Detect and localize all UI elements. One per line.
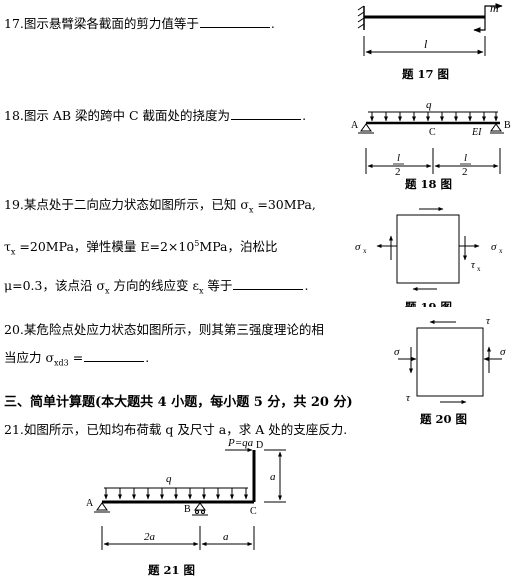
figure-19: σ x σ x τ x (355, 207, 503, 291)
svg-text:l: l (464, 152, 467, 164)
pin-support-a (94, 502, 110, 513)
figure-19-caption: 题 19 图 (405, 300, 453, 307)
figure-17-caption: 题 17 图 (402, 67, 450, 81)
svg-text:τ: τ (486, 315, 491, 327)
svg-text:EI: EI (471, 127, 482, 138)
figure-17: m l (357, 1, 503, 56)
svg-text:x: x (363, 247, 367, 255)
answer-blank-19[interactable] (233, 289, 304, 290)
svg-text:σ: σ (355, 241, 361, 253)
svg-text:σ: σ (500, 346, 506, 358)
distributed-load-arrows (104, 488, 248, 500)
load-q-label: q (426, 99, 432, 111)
force-label: P=qa (227, 437, 254, 449)
question-19-line2: τx =20MPa，弹性模量 E=2×105MPa，泊松比 (4, 239, 278, 257)
svg-text:C: C (250, 506, 257, 517)
svg-text:σ: σ (394, 346, 400, 358)
svg-text:a: a (223, 531, 229, 543)
svg-text:q: q (166, 473, 172, 485)
moment-arrow (484, 3, 503, 17)
svg-text:2: 2 (395, 166, 401, 178)
roller-support-b (490, 123, 504, 134)
svg-text:l: l (397, 152, 400, 164)
answer-blank-18[interactable] (231, 119, 302, 120)
fixed-support-hatch (357, 5, 365, 30)
figure-21-caption: 题 21 图 (148, 563, 196, 577)
svg-text:2a: 2a (144, 531, 156, 543)
figure-20-caption: 题 20 图 (420, 412, 468, 426)
svg-text:B: B (504, 120, 511, 131)
pin-support-a (358, 123, 374, 134)
svg-text:B: B (184, 504, 191, 515)
question-18-text: 18.图示 AB 梁的跨中 C 截面处的挠度为 (4, 108, 231, 123)
svg-text:A: A (351, 120, 359, 131)
svg-text:σ: σ (491, 241, 497, 253)
svg-text:D: D (256, 440, 263, 451)
distributed-load-arrows (370, 112, 498, 122)
svg-text:a: a (270, 471, 276, 483)
svg-text:τ: τ (406, 392, 411, 404)
svg-text:A: A (86, 498, 94, 509)
question-18: 18.图示 AB 梁的跨中 C 截面处的挠度为. (4, 108, 307, 123)
stress-element (396, 214, 460, 284)
figure-18-caption: 题 18 图 (405, 177, 453, 191)
section-3-heading: 三、简单计算题(本大题共 4 小题，每小题 5 分，共 20 分) (4, 395, 353, 410)
figure-20: τ τ σ σ (394, 315, 506, 404)
roller-support-b (192, 502, 208, 516)
answer-blank-17[interactable] (199, 27, 270, 28)
figure-18: q A B C EI l 2 l 2 (351, 99, 511, 178)
question-20-line1: 20.某危险点处应力状态如图所示，则其第三强度理论的相 (4, 322, 324, 337)
question-17-text: 17.图示悬臂梁各截面的剪力值等于 (4, 16, 199, 31)
question-19-line3: μ=0.3，该点沿 σx 方向的线应变 εx 等于. (4, 278, 309, 296)
length-label: l (424, 37, 428, 51)
figure-21: P=qa D q A B C a 2a a (86, 437, 286, 550)
question-19-line1: 19.某点处于二向应力状态如图所示，已知 σx =30MPa, (4, 197, 316, 215)
answer-blank-20[interactable] (84, 361, 145, 362)
svg-text:x: x (477, 265, 481, 273)
svg-text:C: C (429, 127, 436, 138)
stress-element (416, 327, 484, 397)
svg-text:τ: τ (471, 259, 476, 271)
svg-text:x: x (499, 247, 503, 255)
question-17: 17.图示悬臂梁各截面的剪力值等于. (4, 16, 275, 31)
question-21: 21.如图所示，已知均布荷载 q 及尺寸 a，求 A 处的支座反力. (4, 422, 348, 437)
moment-label: m (490, 1, 499, 15)
svg-text:2: 2 (462, 166, 468, 178)
question-20-line2: 当应力 σxd3 =. (4, 350, 150, 368)
